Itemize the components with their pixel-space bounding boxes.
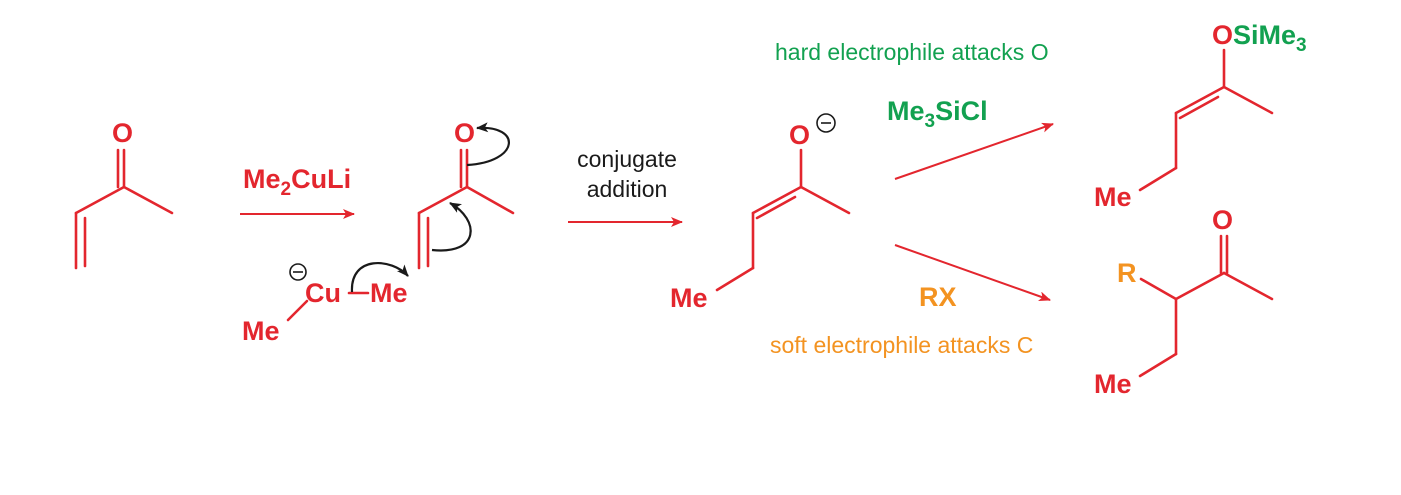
molecule-alkylated-ketone: O R Me — [1094, 205, 1274, 399]
soft-electrophile-label: soft electrophile attacks C — [770, 332, 1033, 358]
molecule-enolate: O Me — [670, 113, 851, 313]
hard-electrophile-branch: hard electrophile attacks O Me3SiCl — [775, 39, 1054, 180]
conjugate-label: conjugate — [577, 146, 677, 172]
hard-electrophile-label: hard electrophile attacks O — [775, 39, 1049, 65]
addition-label: addition — [587, 176, 668, 202]
methyl-group: Me — [1094, 182, 1132, 212]
methyl-group: Me — [1094, 369, 1132, 399]
cuprate-fragment: Cu Me Me — [242, 263, 408, 346]
negative-charge-icon — [816, 113, 836, 133]
methyl-group: Me — [670, 283, 708, 313]
curly-arrow-carbonyl — [466, 122, 510, 167]
curly-arrow-cu-me — [350, 262, 409, 293]
molecule-enone-mechanism: O — [417, 118, 515, 270]
oxygen-atom: O — [1212, 205, 1233, 235]
oxygen-atom: O — [789, 120, 810, 150]
reagent-cuprate: Me2CuLi — [243, 164, 351, 200]
reaction-arrow-2: conjugate addition — [568, 146, 683, 227]
molecule-silyl-enol-ether: OSiMe3 Me — [1094, 20, 1307, 212]
silyl-ether-group: OSiMe3 — [1212, 20, 1307, 56]
reaction-arrow-1: Me2CuLi — [240, 164, 355, 219]
methyl-group: Me — [242, 316, 280, 346]
reagent-rx: RX — [919, 282, 957, 312]
negative-charge-icon — [289, 263, 307, 281]
reagent-tmscl: Me3SiCl — [887, 96, 988, 132]
soft-electrophile-branch: RX soft electrophile attacks C — [770, 244, 1051, 358]
curly-arrows — [350, 122, 510, 293]
methyl-group: Me — [370, 278, 408, 308]
oxygen-atom: O — [454, 118, 475, 148]
molecule-enone-start: O — [74, 118, 174, 270]
r-group: R — [1117, 258, 1137, 288]
oxygen-atom: O — [112, 118, 133, 148]
copper-atom: Cu — [305, 278, 341, 308]
curly-arrow-alkene — [431, 202, 472, 252]
